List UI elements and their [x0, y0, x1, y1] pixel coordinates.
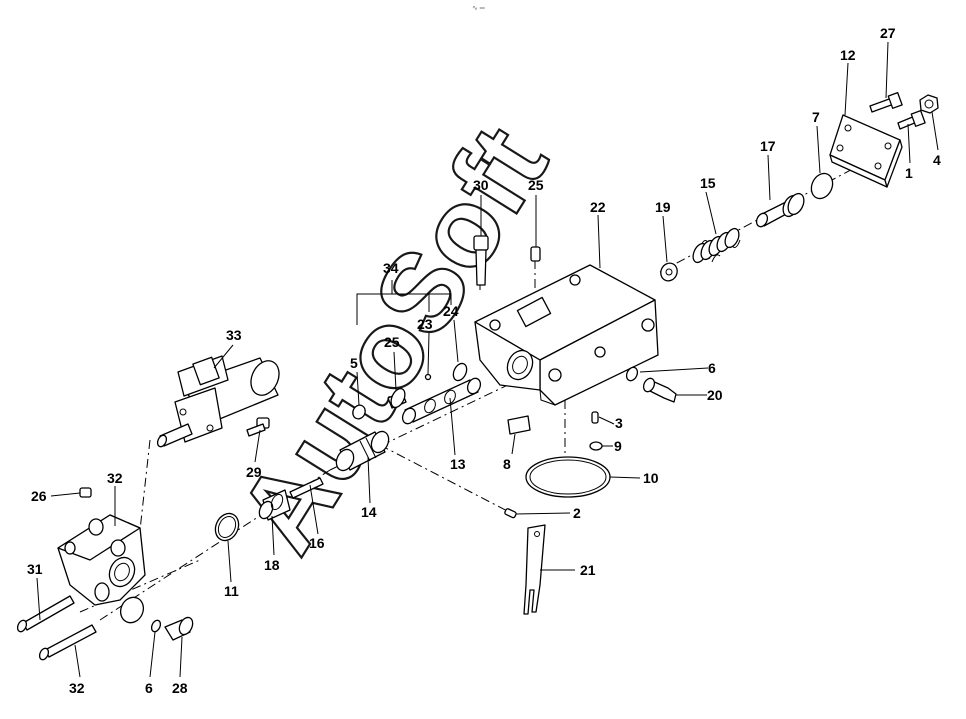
plug-19 — [642, 377, 677, 403]
callout-12: 13 — [450, 456, 466, 472]
callout-10: 10 — [643, 470, 659, 486]
sleeve-24 — [387, 387, 407, 409]
callout-21: 22 — [590, 199, 606, 215]
spool-12 — [401, 377, 482, 425]
solenoid-34 — [156, 355, 280, 448]
pin-15 — [289, 477, 324, 499]
callout-23: 24 — [443, 303, 459, 319]
callout-4: 4 — [933, 152, 941, 168]
callout-6-right: 6 — [708, 360, 716, 376]
pin-2 — [504, 508, 517, 519]
callout-5: 5 — [350, 355, 358, 371]
top-mark: ∿ ═ — [472, 5, 485, 12]
callout-14: 15 — [700, 175, 716, 191]
screw-27 — [246, 417, 270, 437]
callout-17: 17 — [760, 138, 776, 154]
cover-plate-11 — [829, 114, 903, 188]
callout-3: 3 — [615, 415, 623, 431]
callout-34: 33 — [226, 327, 242, 343]
callout-18: 19 — [655, 199, 671, 215]
washer-9 — [589, 441, 603, 451]
valve-housing-21 — [474, 264, 659, 406]
callout-28: 30 — [473, 177, 489, 193]
washer-18 — [660, 262, 678, 282]
callout-15: 16 — [309, 535, 325, 551]
callout-7-top: 7 — [812, 109, 820, 125]
callouts: 27 12 7 17 1 4 15 30 25 22 19 34 24 23 2… — [27, 25, 941, 696]
callout-16: 18 — [264, 557, 280, 573]
pin-3 — [591, 411, 599, 424]
valve-16 — [258, 489, 291, 521]
o-ring-6-right — [625, 366, 639, 382]
fork-20 — [523, 524, 546, 615]
callout-25-top: 25 — [528, 177, 544, 193]
callout-13: 14 — [361, 504, 377, 520]
callout-33: 34 — [383, 260, 399, 276]
nut-4 — [919, 94, 939, 114]
leader-lines — [36, 41, 939, 678]
callout-26: 28 — [172, 680, 188, 696]
callout-8: 11 — [224, 583, 239, 599]
cover-screw-1 — [897, 110, 926, 130]
ball-22 — [424, 373, 432, 381]
pin-25-top — [530, 246, 541, 262]
piston-17 — [755, 192, 805, 228]
callout-22: 23 — [417, 316, 433, 332]
spring-14 — [692, 227, 741, 264]
callout-2: 2 — [573, 505, 581, 521]
seal-7-bottom — [507, 415, 531, 435]
callout-24: 25 — [384, 334, 400, 350]
callout-31: 27 — [880, 25, 896, 41]
plug-26 — [164, 616, 194, 641]
callout-20: 21 — [580, 562, 596, 578]
cover-screw-31 — [869, 92, 903, 113]
o-ring-6-bottom — [150, 619, 162, 633]
callout-11: 12 — [840, 47, 856, 63]
o-ring-7-top — [810, 172, 834, 200]
callout-19: 20 — [707, 387, 723, 403]
callout-30-label: 32 — [69, 680, 85, 696]
callout-25-left: 26 — [31, 488, 47, 504]
ring-5 — [352, 404, 366, 420]
callout-1: 1 — [905, 165, 913, 181]
pin-25-left — [79, 487, 92, 498]
bolt-29 — [16, 595, 75, 633]
callout-29: 31 — [27, 561, 43, 577]
callout-32: 32 — [107, 470, 123, 486]
valve-body-32 — [57, 514, 146, 624]
callout-6-bottom: 6 — [145, 680, 153, 696]
bushing-23 — [452, 362, 468, 382]
o-ring-10 — [525, 456, 611, 498]
bolt-30 — [38, 624, 97, 661]
callout-27: 29 — [246, 464, 262, 480]
callout-7-bottom: 8 — [503, 456, 511, 472]
o-ring-8 — [214, 512, 240, 542]
callout-9: 9 — [614, 438, 622, 454]
